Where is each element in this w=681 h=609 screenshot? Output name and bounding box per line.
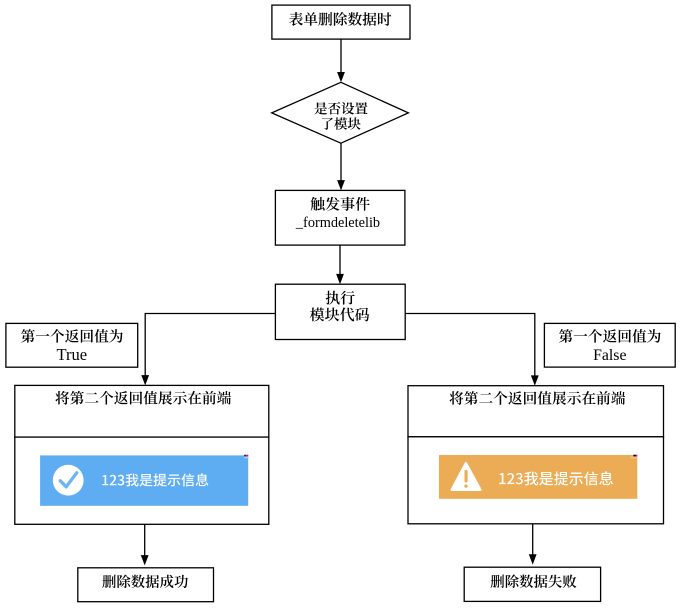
svg-text:True: True (57, 345, 88, 364)
svg-text:_formdeletelib: _formdeletelib (295, 215, 380, 231)
svg-text:False: False (593, 347, 626, 364)
